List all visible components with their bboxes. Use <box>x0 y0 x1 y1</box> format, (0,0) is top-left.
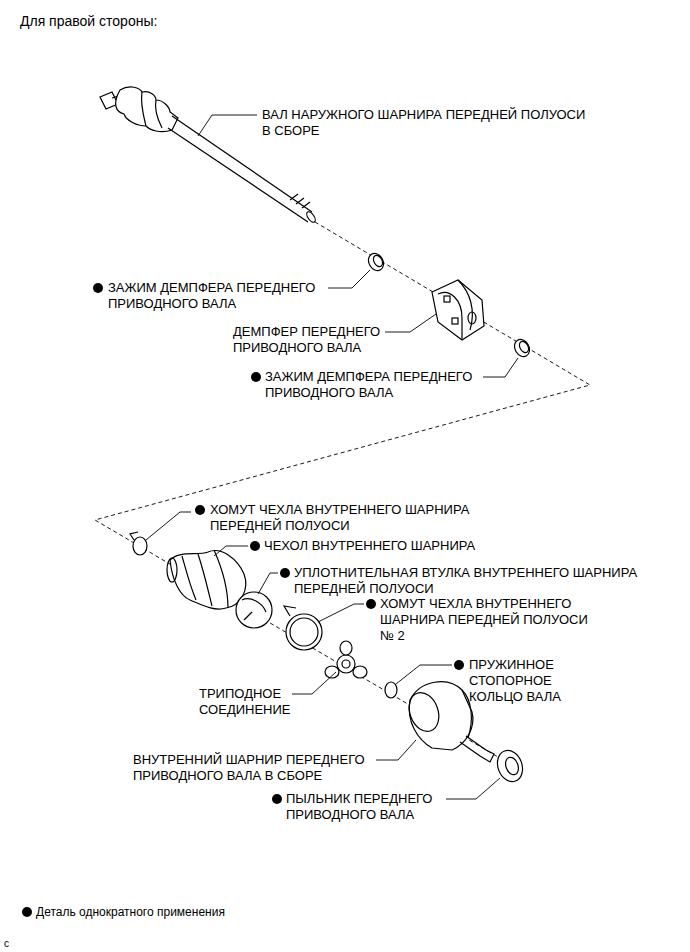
boot-clamp-2 <box>284 606 322 650</box>
legend-text: Деталь однократного применения <box>36 905 225 920</box>
part-label: ДЕМПФЕР ПЕРЕДНЕГО ПРИВОДНОГО ВАЛА <box>233 324 380 356</box>
part-label: ХОМУТ ЧЕХЛА ВНУТРЕННЕГО ШАРНИРА ПЕРЕДНЕЙ… <box>210 502 469 534</box>
boot-clamp <box>130 532 147 555</box>
part-label: ЧЕХОЛ ВНУТРЕННЕГО ШАРНИРА <box>264 538 475 554</box>
snap-ring <box>385 682 397 698</box>
tripod <box>325 641 367 678</box>
inner-boot <box>167 550 246 609</box>
boot-grommet <box>236 592 272 628</box>
part-label: ВНУТРЕННИЙ ШАРНИР ПЕРЕДНЕГО ПРИВОДНОГО В… <box>133 752 365 784</box>
damper <box>432 280 484 340</box>
figure-code: c <box>4 938 9 950</box>
part-label: ЗАЖИМ ДЕМПФЕРА ПЕРЕДНЕГО ПРИВОДНОГО ВАЛА <box>265 369 472 401</box>
assembly-axis <box>95 222 590 770</box>
part-label: ВАЛ НАРУЖНОГО ШАРНИРА ПЕРЕДНЕЙ ПОЛУОСИ В… <box>262 107 585 139</box>
page-heading: Для правой стороны: <box>20 12 157 30</box>
part-label: ТРИПОДНОЕ СОЕДИНЕНИЕ <box>199 686 291 718</box>
leader-lines <box>146 115 518 799</box>
part-label: УПЛОТНИТЕЛЬНАЯ ВТУЛКА ВНУТРЕННЕГО ШАРНИР… <box>294 565 637 597</box>
damper-clamp <box>365 251 386 274</box>
part-label: ПРУЖИННОЕ СТОПОРНОЕ КОЛЬЦО ВАЛА <box>469 657 561 705</box>
damper-clamp <box>511 337 532 360</box>
part-label: ХОМУТ ЧЕХЛА ВНУТРЕННЕГО ШАРНИРА ПЕРЕДНЕЙ… <box>380 596 588 644</box>
legend-symbol <box>22 907 32 917</box>
part-label: ЗАЖИМ ДЕМПФЕРА ПЕРЕДНЕГО ПРИВОДНОГО ВАЛА <box>108 280 315 312</box>
part-label: ПЫЛЬНИК ПЕРЕДНЕГО ПРИВОДНОГО ВАЛА <box>286 791 432 823</box>
